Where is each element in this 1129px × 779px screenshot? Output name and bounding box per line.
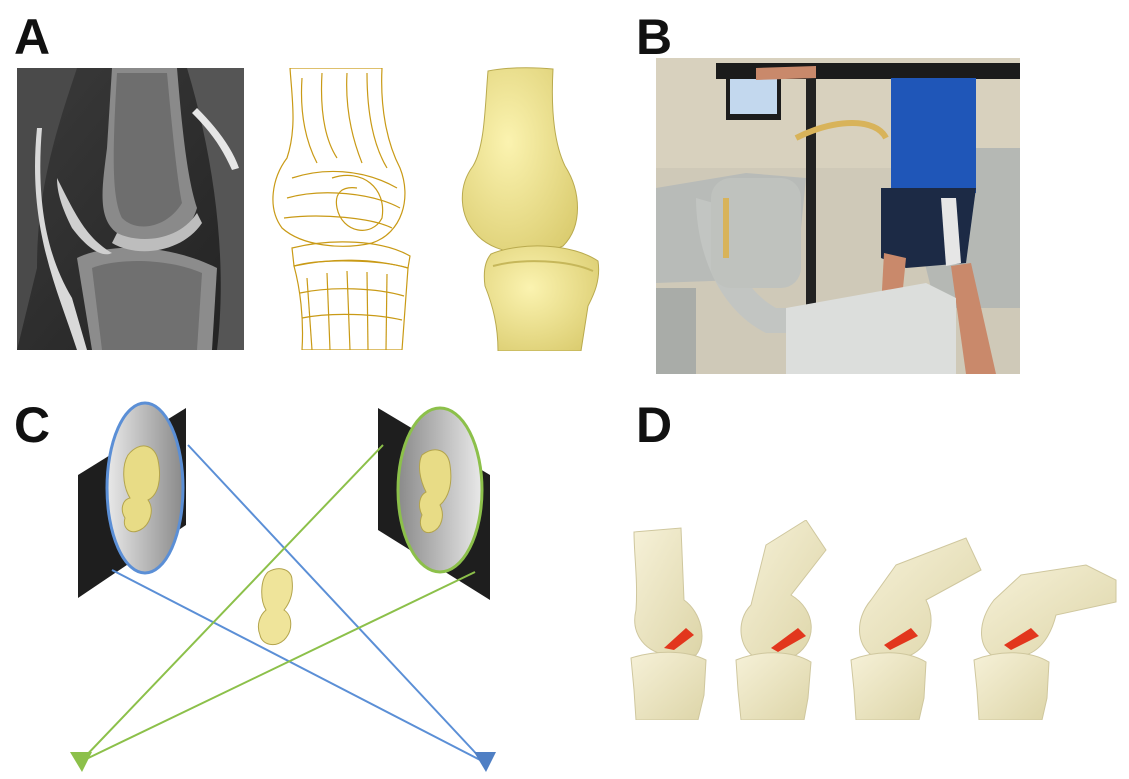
- mri-image: [17, 68, 244, 350]
- projection-diagram: [70, 400, 510, 779]
- panel-label-b: B: [636, 12, 672, 62]
- knee-pose-3: [851, 538, 981, 720]
- left-detector-plate: [78, 403, 186, 598]
- right-detector-plate: [378, 408, 490, 600]
- panel-label-c: C: [14, 400, 50, 450]
- knee-pose-4: [974, 565, 1116, 720]
- panel-label-d: D: [636, 400, 672, 450]
- knee-flexion-sequence: [626, 520, 1129, 720]
- knee-mesh-model: [262, 68, 414, 350]
- knee-pose-1: [631, 528, 706, 720]
- knee-bone-model: [453, 66, 603, 351]
- center-knee-model: [258, 569, 292, 645]
- biplane-fluoroscopy-photo: [656, 58, 1020, 374]
- panel-label-a: A: [14, 12, 50, 62]
- knee-pose-2: [736, 520, 826, 720]
